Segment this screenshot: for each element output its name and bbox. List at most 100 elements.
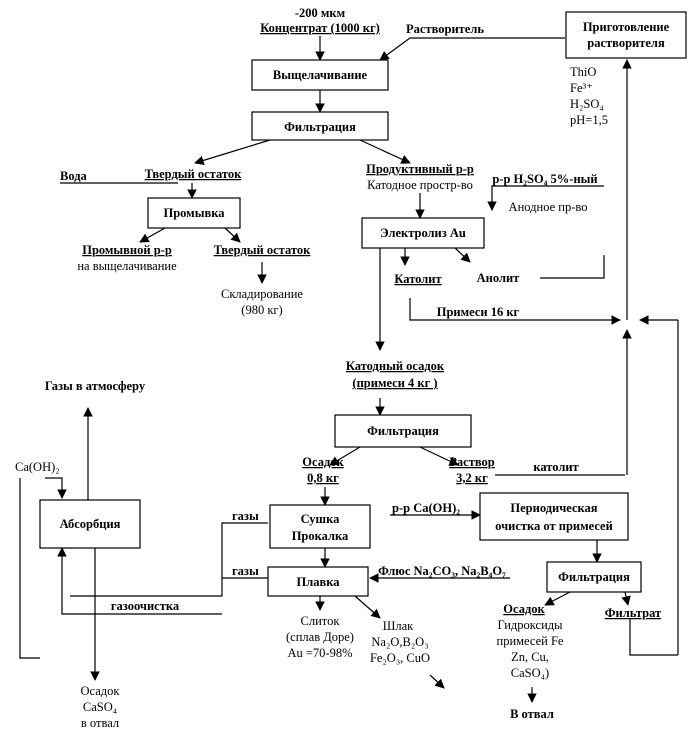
cathode-deposit-label: Катодный осадок xyxy=(346,359,445,373)
caoh2-label: Ca(OH)₂ xyxy=(15,460,60,474)
filtration2-box xyxy=(334,414,472,448)
catholyte-label: Католит xyxy=(394,272,441,286)
gases1-label: газы xyxy=(232,509,259,523)
solution-mass-label: 3,2 кг xyxy=(456,471,488,485)
solution-label: Раствор xyxy=(449,455,494,469)
impurities16-label: Примеси 16 кг xyxy=(437,305,520,319)
hydroxides4-label: CaSO₄) xyxy=(511,666,549,680)
solvent-prep-label-1: Приготовление xyxy=(583,20,670,34)
drying-label-1: Сушка xyxy=(301,512,341,526)
periodic-cleaning-box xyxy=(479,492,629,541)
arrow-slag-out xyxy=(429,674,445,689)
leaching-box xyxy=(251,59,389,91)
labels: -200 мкм Концентрат (1000 кг) Растворите… xyxy=(15,6,661,730)
arrow-electrolysis-anolyte xyxy=(454,247,471,263)
cathode-space-label: Катодное простр-во xyxy=(367,178,473,192)
to-dump-label: В отвал xyxy=(510,707,554,721)
h2so4-solution-label: р-р H₂SO₄ 5%-ный xyxy=(492,172,597,186)
filtration1-label: Фильтрация xyxy=(284,120,356,134)
slag-line2-label: Fe₂O₃, CuO xyxy=(370,651,430,665)
line-filtrate-return xyxy=(629,618,678,656)
storage-mass-label: (980 кг) xyxy=(241,303,282,317)
solvent-label: Растворитель xyxy=(406,22,484,36)
leaching-label: Выщелачивание xyxy=(273,68,368,82)
reagent-h2so4: H₂SO₄ xyxy=(570,97,604,111)
periodic-cleaning-label-1: Периодическая xyxy=(510,501,597,515)
filtration2-label: Фильтрация xyxy=(367,424,439,438)
water-label: Вода xyxy=(60,169,88,183)
drying-label-2: Прокалка xyxy=(292,529,349,543)
to-leaching-label: на выщелачивание xyxy=(77,259,177,273)
ingot-alloy-label: (сплав Доре) xyxy=(286,630,354,644)
line-anolyte-return xyxy=(540,255,605,279)
washing-box xyxy=(147,197,241,229)
anode-space-label: Анодное пр-во xyxy=(509,200,588,214)
reagent-ph: pH=1,5 xyxy=(570,113,608,127)
precipitate-label: Осадок xyxy=(302,455,344,469)
smelting-box xyxy=(267,566,369,597)
arrow-caoh2-absorption xyxy=(45,477,67,499)
arrow-washing-solid xyxy=(224,227,241,243)
wash-solution-label: Промывной р-р xyxy=(82,243,172,257)
boxes: Выщелачивание Фильтрация Промывка Электр… xyxy=(39,11,687,597)
arrow-filtration3-precipitate xyxy=(544,591,571,606)
arrow-filtration2-solution xyxy=(419,446,459,466)
hydroxides3-label: Zn, Cu, xyxy=(511,650,549,664)
periodic-cleaning-label-2: очистка от примесей xyxy=(495,519,613,533)
abs-precip2-label: CaSO₄ xyxy=(83,700,117,714)
anolyte-label: Анолит xyxy=(477,271,520,285)
productive-solution-label: Продуктивный р-р xyxy=(366,162,474,176)
ingot-au-label: Au =70-98% xyxy=(287,646,352,660)
reagent-fe3: Fe³⁺ xyxy=(570,81,593,95)
abs-precip1-label: Осадок xyxy=(81,684,121,698)
catholyte2-label: католит xyxy=(533,460,578,474)
electrolysis-label: Электролиз Au xyxy=(380,226,466,240)
flux-label: Флюс Na₂CO₃, Na₂B₄O₇ xyxy=(378,564,506,578)
size-label: -200 мкм xyxy=(295,6,346,20)
slag-label: Шлак xyxy=(383,619,414,633)
hydroxides2-label: примесей Fe xyxy=(497,634,564,648)
arrow-washing-wash-solution xyxy=(139,227,166,243)
filtrate-label: Фильтрат xyxy=(605,606,661,620)
solvent-prep-label-2: растворителя xyxy=(587,36,665,50)
precipitate-mass-label: 0,8 кг xyxy=(307,471,339,485)
precipitate2-label: Осадок xyxy=(503,602,545,616)
abs-precip3-label: в отвал xyxy=(81,716,119,730)
arrow-gascleaning-absorption xyxy=(57,547,222,615)
solid-residue1-label: Твердый остаток xyxy=(145,167,242,181)
washing-label: Промывка xyxy=(164,206,226,220)
drying-box xyxy=(269,504,371,549)
electrolysis-box xyxy=(361,217,485,249)
solid-residue2-label: Твердый остаток xyxy=(214,243,311,257)
line-caoh2-loop xyxy=(19,478,40,659)
arrow-filtration-solid xyxy=(194,139,271,166)
arrow-filtration2-precipitate xyxy=(329,446,361,466)
arrow-solvent-leaching xyxy=(379,37,565,61)
absorption-label: Абсорбция xyxy=(60,517,121,531)
connectors xyxy=(19,36,679,703)
gases2-label: газы xyxy=(232,564,259,578)
arrow-filtration-productive xyxy=(359,139,411,164)
smelting-label: Плавка xyxy=(297,575,341,589)
arrow-filtration3-filtrate xyxy=(621,591,631,606)
impurities4-label: (примеси 4 кг ) xyxy=(352,376,437,390)
ingot-label: Слиток xyxy=(301,614,341,628)
concentrate-label: Концентрат (1000 кг) xyxy=(260,21,380,35)
filtration1-box xyxy=(251,111,389,141)
arrow-catholyte-impurities xyxy=(409,298,621,325)
gas-cleaning-label: газоочистка xyxy=(111,599,180,613)
storage-label: Складирование xyxy=(221,287,303,301)
gases-atmosphere-label: Газы в атмосферу xyxy=(45,379,146,393)
reagent-thio: ThiO xyxy=(570,65,596,79)
absorption-box xyxy=(39,499,141,549)
hydroxides1-label: Гидроксиды xyxy=(497,618,563,632)
caoh2-solution-label: р-р Ca(OH)₂ xyxy=(392,501,460,515)
arrow-h2so4-electrolysis xyxy=(487,185,604,211)
slag-line1-label: Na₂O,B₂O₃ xyxy=(371,635,428,649)
filtration3-box xyxy=(546,561,642,593)
arrow-smelting-slag xyxy=(354,595,381,619)
line-gases-drying xyxy=(70,522,268,597)
filtration3-label: Фильтрация xyxy=(558,570,630,584)
